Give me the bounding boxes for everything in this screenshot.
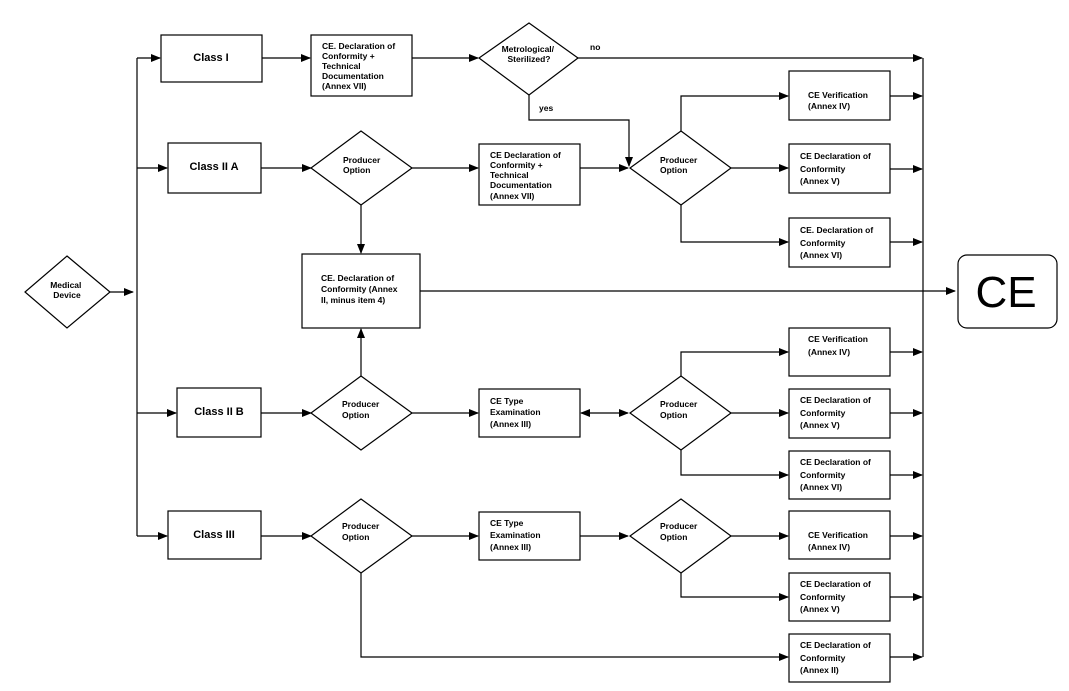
node-class-iia: Class II A bbox=[167, 142, 262, 194]
iia-declaration-label: CE Declaration of Conformity + Technical… bbox=[490, 150, 563, 201]
node-upper-producer-option: Producer Option bbox=[628, 130, 733, 206]
edge-metro-yes bbox=[528, 95, 633, 167]
iii-producer-option-2-label: Producer Option bbox=[660, 521, 700, 542]
node-class-i-declaration: CE. Declaration of Conformity + Technica… bbox=[310, 34, 413, 97]
node-medical-device: Medical Device bbox=[24, 255, 111, 329]
node-upper-ce-verification: CE Verification (Annex IV) bbox=[788, 70, 891, 121]
iia-producer-option-label: Producer Option bbox=[343, 155, 383, 175]
edge-upper-option-verification bbox=[680, 92, 789, 131]
node-metrological-sterilized: Metrological/ Sterilized? bbox=[477, 22, 580, 96]
ce-mark-label: CE bbox=[975, 268, 1036, 317]
class-iia-label: Class II A bbox=[189, 161, 238, 173]
iii-declaration-annex-ii-label: CE Declaration of Conformity (Annex II) bbox=[800, 640, 873, 675]
iib-producer-option-label: Producer Option bbox=[342, 399, 382, 420]
node-iii-declaration-annex-ii: CE Declaration of Conformity (Annex II) bbox=[788, 633, 891, 683]
node-class-iii: Class III bbox=[167, 510, 262, 560]
node-iii-ce-type-examination: CE Type Examination (Annex III) bbox=[478, 511, 581, 561]
connectors bbox=[110, 54, 956, 661]
node-iib-declaration-annex-vi: CE Declaration of Conformity (Annex VI) bbox=[788, 450, 891, 500]
iib-ce-type-examination-label: CE Type Examination (Annex III) bbox=[490, 396, 543, 429]
upper-ce-verification-label: CE Verification (Annex IV) bbox=[808, 90, 870, 111]
edge-iii-option-decl-ii bbox=[360, 573, 789, 661]
node-iib-ce-type-examination: CE Type Examination (Annex III) bbox=[478, 388, 581, 438]
annex-ii-minus-item-4-label: CE. Declaration of Conformity (Annex II,… bbox=[321, 273, 400, 305]
iib-declaration-annex-vi-label: CE Declaration of Conformity (Annex VI) bbox=[800, 457, 873, 492]
iib-declaration-annex-v-label: CE Declaration of Conformity (Annex V) bbox=[800, 395, 873, 430]
node-iib-producer-option-2: Producer Option bbox=[628, 375, 733, 451]
upper-declaration-annex-v-label: CE Declaration of Conformity (Annex V) bbox=[800, 151, 873, 186]
edge-iib-option2-decl-vi bbox=[680, 450, 789, 479]
edge-label-yes: yes bbox=[539, 103, 553, 113]
class-i-label: Class I bbox=[193, 52, 228, 64]
edge-iii-option2-decl-v bbox=[680, 573, 789, 601]
node-iii-declaration-annex-v: CE Declaration of Conformity (Annex V) bbox=[788, 572, 891, 622]
node-annex-ii-minus-item-4: CE. Declaration of Conformity (Annex II,… bbox=[301, 253, 421, 329]
class-iii-label: Class III bbox=[193, 529, 235, 541]
upper-declaration-annex-vi-label: CE. Declaration of Conformity (Annex VI) bbox=[800, 225, 876, 260]
node-iii-producer-option-2: Producer Option bbox=[628, 498, 733, 574]
node-iib-declaration-annex-v: CE Declaration of Conformity (Annex V) bbox=[788, 388, 891, 439]
node-iia-declaration: CE Declaration of Conformity + Technical… bbox=[478, 143, 581, 206]
node-iii-ce-verification: CE Verification (Annex IV) bbox=[788, 510, 891, 560]
iib-ce-verification-label: CE Verification (Annex IV) bbox=[808, 334, 870, 357]
iii-producer-option-label: Producer Option bbox=[342, 521, 382, 542]
metrological-sterilized-label: Metrological/ Sterilized? bbox=[502, 44, 557, 64]
node-upper-declaration-annex-v: CE Declaration of Conformity (Annex V) bbox=[788, 143, 891, 194]
node-class-iib: Class II B bbox=[176, 387, 262, 438]
node-upper-declaration-annex-vi: CE. Declaration of Conformity (Annex VI) bbox=[788, 217, 891, 268]
node-iia-producer-option: Producer Option bbox=[309, 130, 414, 206]
class-i-declaration-label: CE. Declaration of Conformity + Technica… bbox=[322, 41, 398, 91]
upper-producer-option-label: Producer Option bbox=[660, 155, 700, 175]
edge-iib-option2-verification bbox=[680, 348, 789, 376]
medical-device-label: Medical Device bbox=[50, 280, 84, 300]
iii-ce-type-examination-label: CE Type Examination (Annex III) bbox=[490, 518, 543, 552]
node-ce-mark: CE bbox=[957, 254, 1058, 329]
iib-producer-option-2-label: Producer Option bbox=[660, 399, 700, 420]
node-iii-producer-option: Producer Option bbox=[309, 498, 414, 574]
iii-declaration-annex-v-label: CE Declaration of Conformity (Annex V) bbox=[800, 579, 873, 614]
node-class-i: Class I bbox=[160, 34, 263, 83]
edge-upper-option-decl-vi bbox=[680, 205, 789, 246]
node-iib-ce-verification: CE Verification (Annex IV) bbox=[788, 327, 891, 377]
iii-ce-verification-label: CE Verification (Annex IV) bbox=[808, 530, 870, 552]
node-iib-producer-option: Producer Option bbox=[309, 375, 414, 451]
edge-label-no: no bbox=[590, 42, 600, 52]
class-iib-label: Class II B bbox=[194, 406, 244, 418]
